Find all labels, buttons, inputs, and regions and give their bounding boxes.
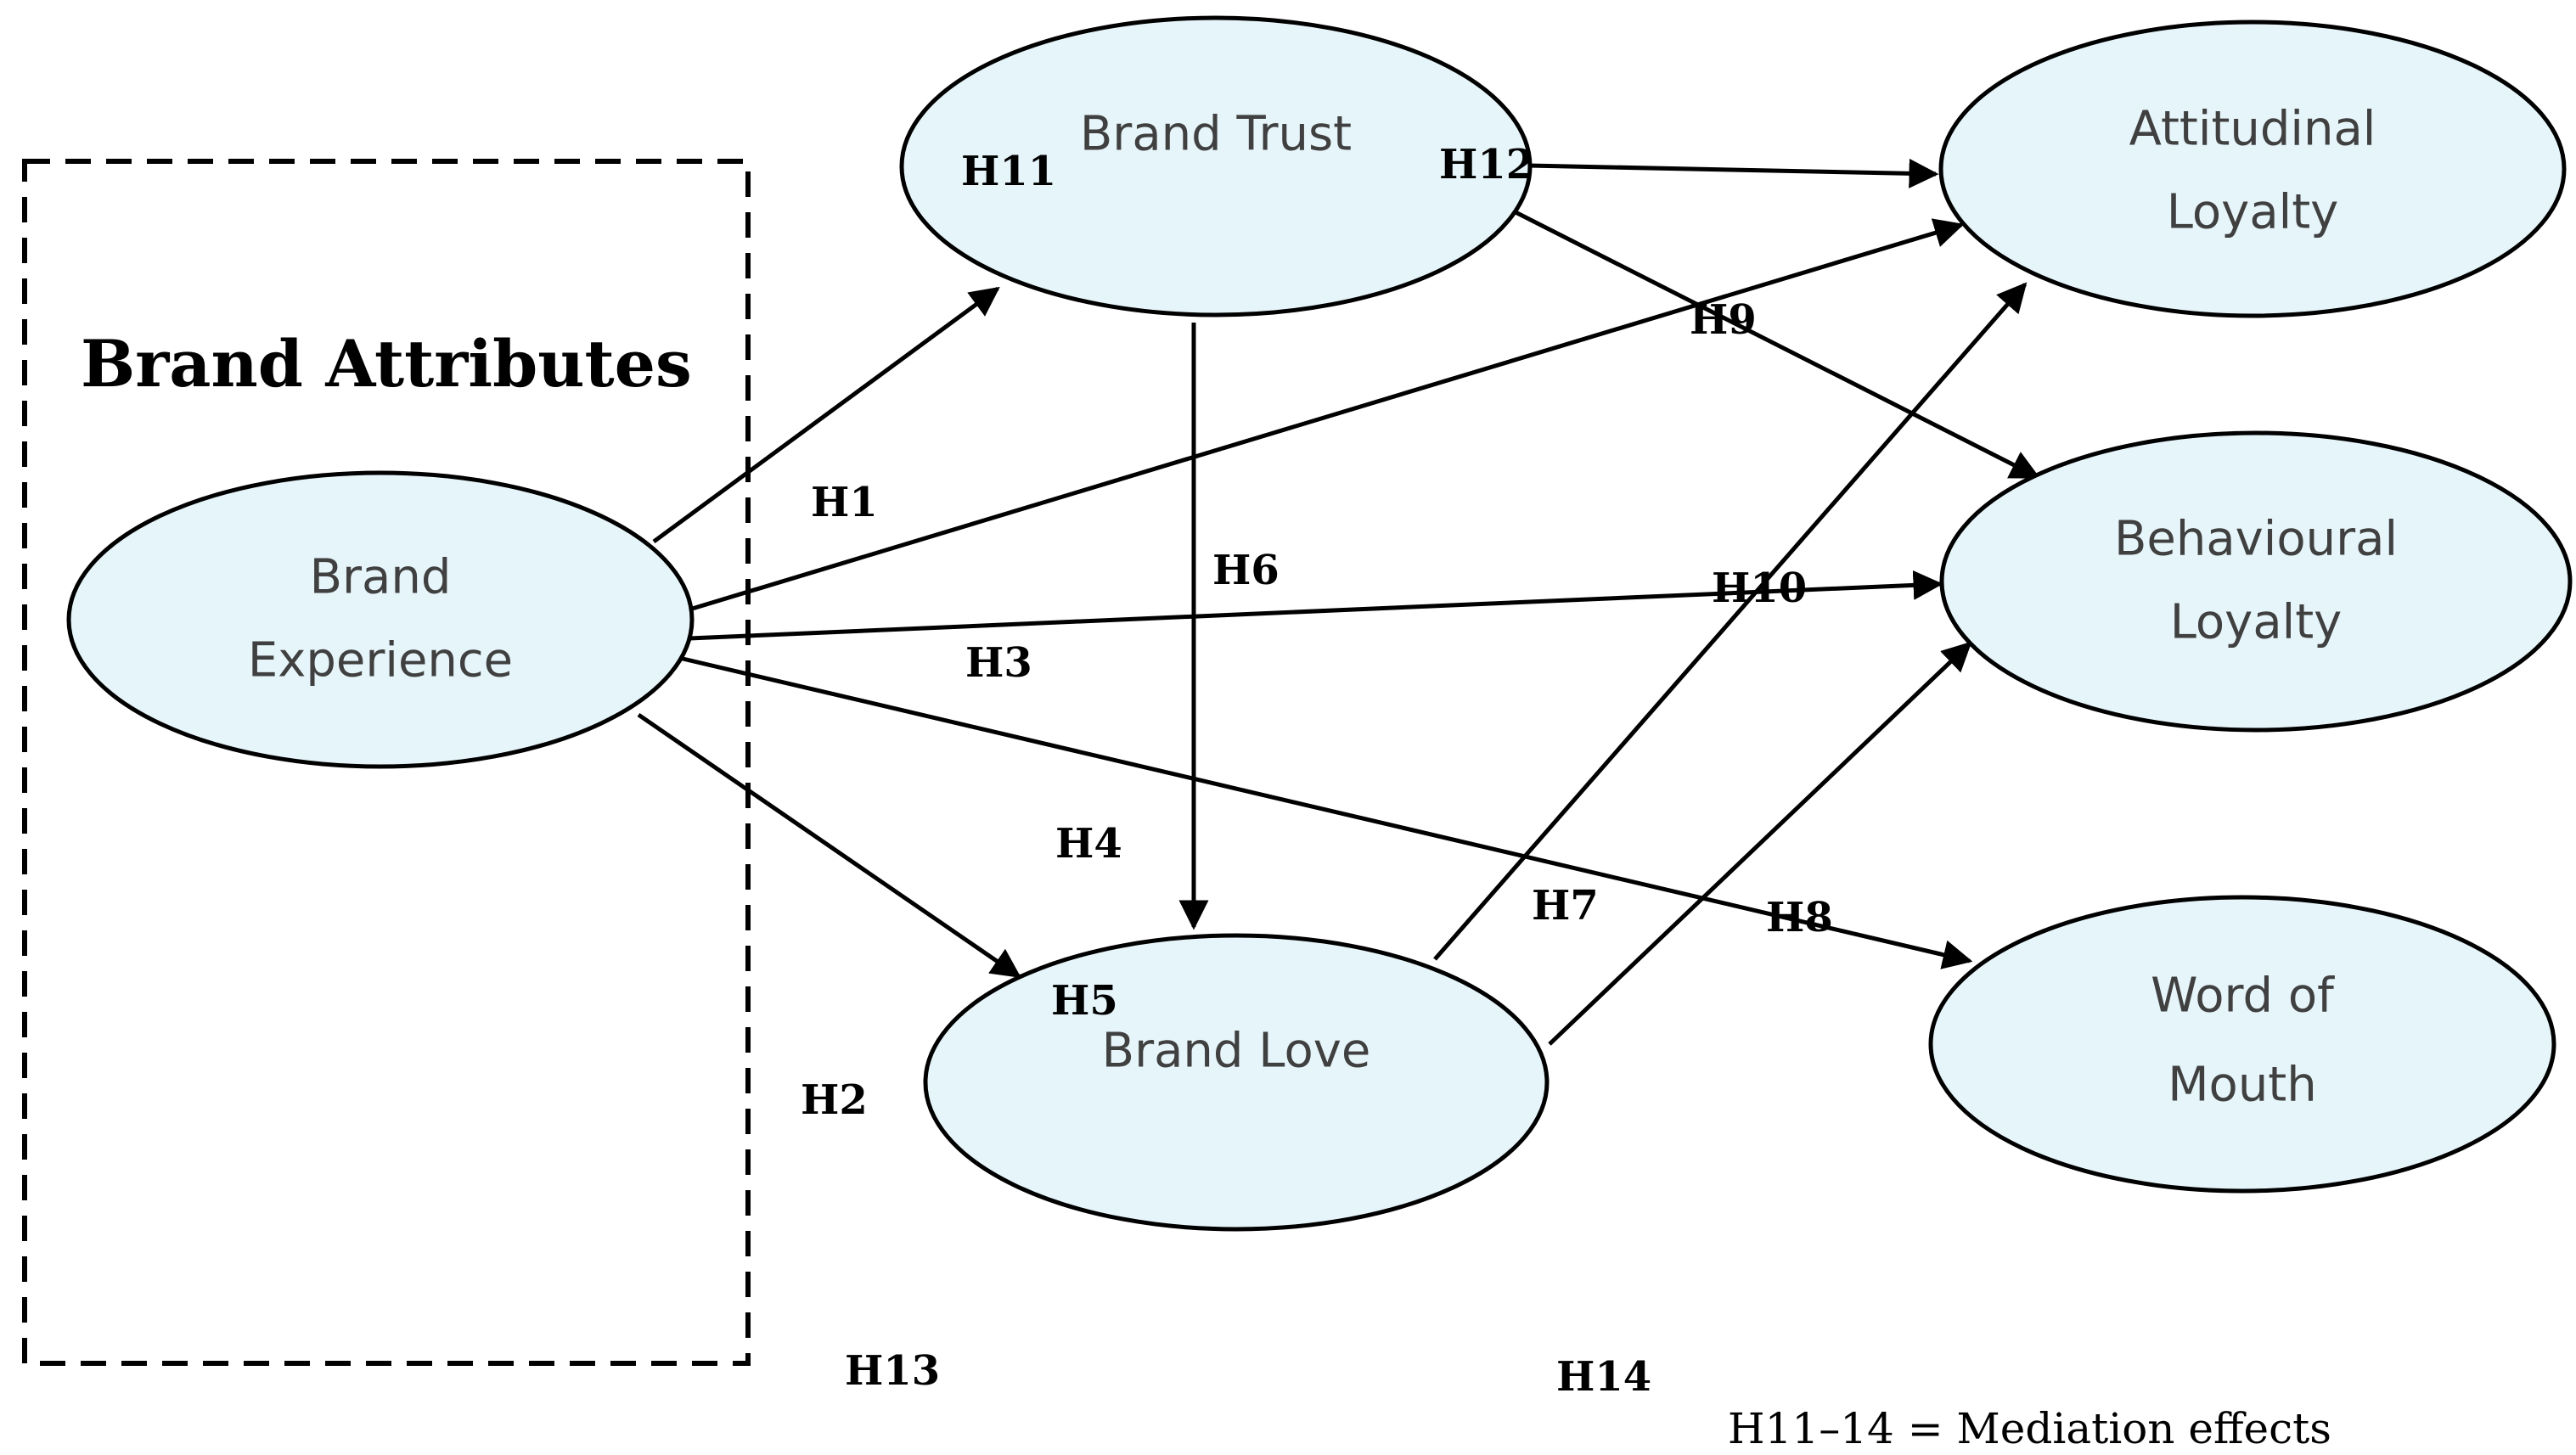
attitudinal-loyalty-line-1: Attitudinal	[2129, 102, 2376, 157]
node-brand-experience: Brand Experience	[66, 470, 695, 769]
brand-trust-line-1: Brand Trust	[1080, 107, 1352, 162]
node-brand-love: Brand Love	[923, 933, 1550, 1232]
brand-experience-line-1: Brand	[310, 550, 452, 605]
label-h10: H10	[1712, 565, 1807, 612]
label-h6: H6	[1212, 547, 1280, 594]
edge-experience-wom	[678, 655, 1973, 969]
edge-love-behavioural	[1548, 641, 1972, 1046]
mediation-footnote: H11–14 = Mediation effects	[1728, 1404, 2331, 1453]
edge-trust-attitudinal	[1527, 158, 1939, 188]
label-h7: H7	[1532, 882, 1599, 930]
word-of-mouth-line-2: Mouth	[2168, 1058, 2317, 1113]
behavioural-loyalty-line-2: Loyalty	[2170, 595, 2343, 650]
label-h14: H14	[1556, 1353, 1651, 1401]
edge-experience-love	[637, 712, 1021, 979]
edge-love-attitudinal	[1433, 282, 2028, 961]
label-h11: H11	[961, 148, 1056, 195]
node-brand-trust: Brand Trust	[899, 15, 1533, 317]
label-h2: H2	[801, 1076, 868, 1124]
edge-experience-attitudinal	[689, 218, 1965, 612]
label-h1: H1	[811, 479, 878, 526]
brand-attributes-title: Brand Attributes	[81, 326, 692, 402]
label-h3: H3	[965, 639, 1032, 687]
node-behavioural-loyalty: Behavioural Loyalty	[1939, 430, 2573, 733]
label-h12: H12	[1439, 141, 1534, 188]
edge-trust-behavioural	[1514, 210, 2041, 480]
brand-experience-line-2: Experience	[248, 633, 513, 688]
hypothesis-labels: H1 H2 H3 H4 H5 H6 H7 H8 H9 H10 H11 H12 H…	[801, 141, 1833, 1401]
node-attitudinal-loyalty: Attitudinal Loyalty	[1938, 20, 2567, 318]
brand-love-line-1: Brand Love	[1102, 1024, 1371, 1079]
edge-experience-trust	[652, 286, 1000, 544]
behavioural-loyalty-line-1: Behavioural	[2114, 512, 2398, 567]
node-word-of-mouth: Word of Mouth	[1928, 895, 2556, 1194]
edges	[637, 158, 2041, 1046]
label-h9: H9	[1690, 296, 1757, 344]
edge-experience-behavioural	[689, 570, 1943, 641]
brand-attributes-box	[22, 159, 751, 1366]
label-h8: H8	[1766, 894, 1833, 941]
label-h5: H5	[1051, 977, 1118, 1025]
label-h13: H13	[845, 1347, 940, 1395]
attitudinal-loyalty-line-2: Loyalty	[2167, 185, 2339, 240]
word-of-mouth-line-1: Word of	[2151, 969, 2335, 1024]
label-h4: H4	[1055, 820, 1122, 868]
